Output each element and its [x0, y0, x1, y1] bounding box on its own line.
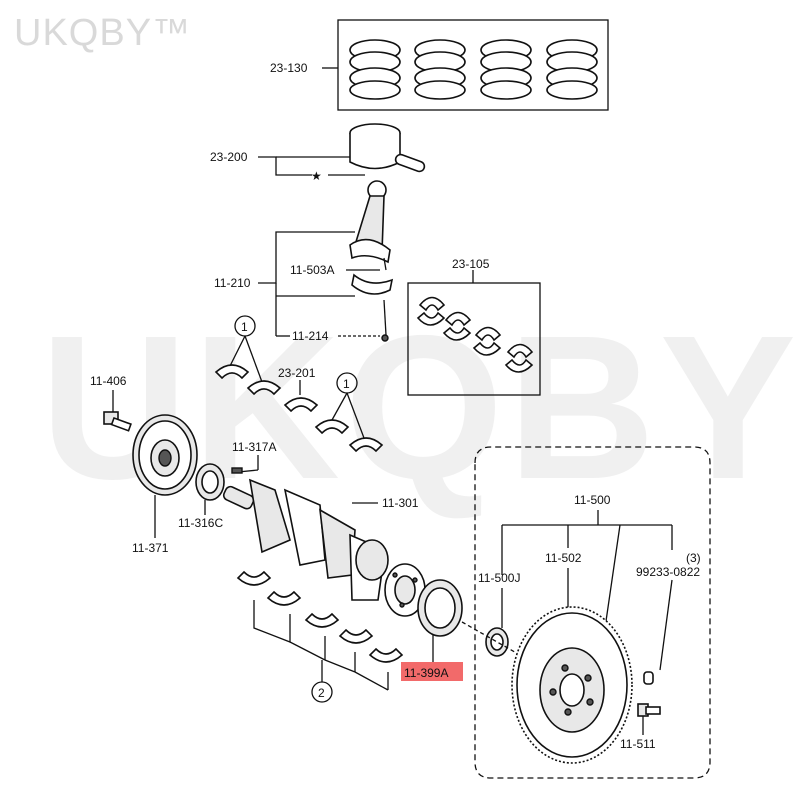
- rod-bearing-shells: [416, 296, 534, 373]
- rear-main-seal: [417, 579, 463, 637]
- callout-1-upper: 1: [229, 315, 263, 383]
- label-rings[interactable]: 23-130: [270, 61, 308, 75]
- label-piston[interactable]: 23-200: [210, 150, 248, 164]
- svg-text:1: 1: [241, 320, 248, 334]
- label-crankshaft[interactable]: 11-301: [382, 496, 419, 510]
- label-con-rod[interactable]: 11-210: [214, 276, 251, 290]
- watermark-logo: UKQBY™: [14, 12, 192, 54]
- label-main-bearing-upper[interactable]: 23-201: [278, 366, 316, 380]
- label-flywheel-bolt[interactable]: 11-511: [620, 737, 656, 751]
- label-pilot[interactable]: 11-502: [545, 551, 582, 565]
- label-rod-bolt[interactable]: 11-503A: [290, 263, 334, 277]
- label-pulley-bolt[interactable]: 11-406: [90, 374, 127, 388]
- rear-seal-highlight: [401, 662, 463, 681]
- lower-main-bearing-shells: [236, 570, 404, 663]
- label-bearing[interactable]: 11-500J: [478, 571, 520, 585]
- rod-bearings-box: [407, 282, 541, 396]
- label-pulley[interactable]: 11-371: [132, 541, 169, 555]
- callout-1-lower: 1: [331, 372, 365, 439]
- flywheel-bolt: [637, 703, 661, 717]
- rings-box: [337, 19, 609, 111]
- label-dowel[interactable]: 99233-0822: [636, 565, 700, 579]
- upper-main-bearing-shells: [214, 364, 384, 453]
- flywheel: [511, 606, 633, 764]
- connecting-rod: [349, 180, 394, 342]
- piston-ring-set: [349, 39, 598, 100]
- label-flywheel-assy[interactable]: 11-500: [574, 493, 611, 507]
- pilot-bearing: [485, 627, 509, 657]
- label-rod-bearings[interactable]: 23-105: [452, 257, 490, 271]
- flywheel-assembly-group: [474, 446, 711, 779]
- timing-sprocket: [195, 463, 225, 501]
- label-rod-nut[interactable]: 11-214: [292, 329, 329, 343]
- label-rear-seal[interactable]: 11-399A: [404, 666, 448, 680]
- svg-text:2: 2: [318, 686, 325, 700]
- label-dowel-qty: (3): [686, 551, 701, 565]
- crank-pulley: [132, 414, 198, 496]
- svg-text:1: 1: [343, 377, 350, 391]
- label-sprocket[interactable]: 11-316C: [178, 516, 223, 530]
- callout-2: 2: [311, 681, 333, 703]
- woodruff-key: [231, 467, 243, 474]
- piston: [349, 123, 426, 173]
- pulley-bolt: [103, 411, 132, 432]
- star-mark: ★: [311, 169, 322, 183]
- dowel-pin: [643, 671, 654, 685]
- crankshaft: [222, 478, 426, 617]
- label-key[interactable]: 11-317A: [232, 440, 276, 454]
